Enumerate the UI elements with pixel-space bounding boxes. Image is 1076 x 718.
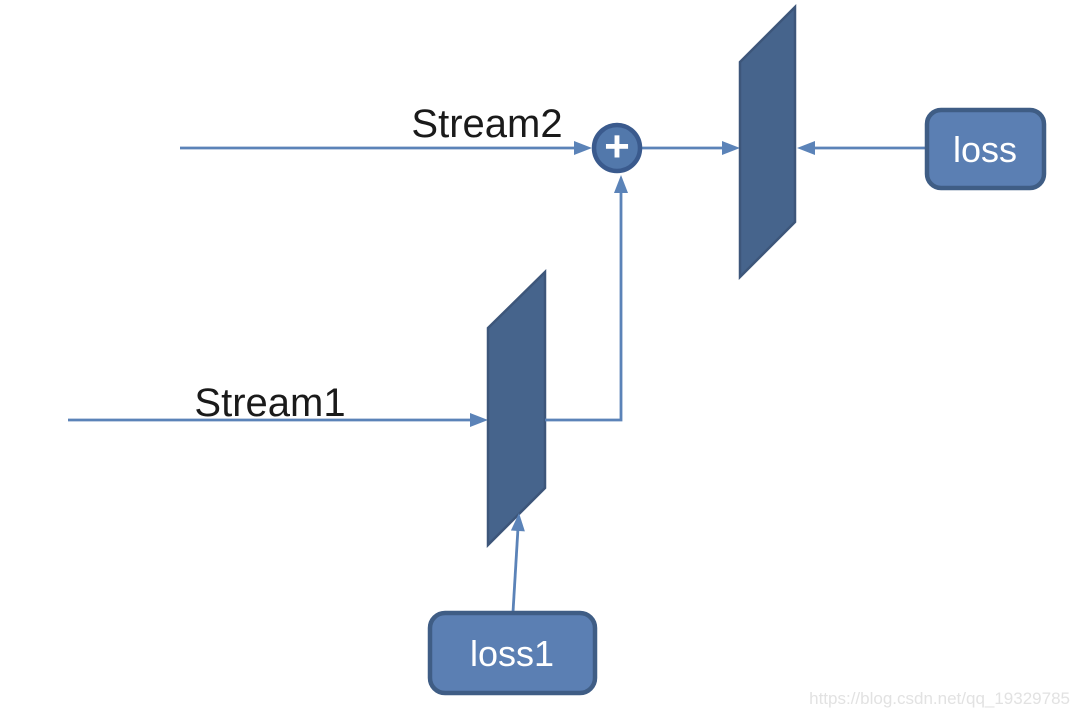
loss1-connector	[511, 527, 520, 613]
loss1-arrowhead	[510, 513, 525, 532]
loss1-label: loss1	[470, 633, 554, 674]
loss-label: loss	[953, 129, 1017, 170]
upper-layer-shape	[738, 3, 797, 281]
stream2-arrowhead	[574, 141, 592, 155]
loss1-box	[427, 610, 598, 696]
layer-to-sum-arrowhead	[614, 175, 628, 193]
sum-symbol: +	[604, 122, 630, 171]
stream1-label: Stream1	[194, 381, 345, 425]
sum-node	[591, 122, 643, 174]
sum-to-layer-arrowhead	[722, 141, 740, 155]
stream2-label: Stream2	[411, 102, 562, 146]
watermark-text: https://blog.csdn.net/qq_19329785	[809, 689, 1070, 708]
loss-arrowhead	[797, 141, 815, 155]
lower-layer-shape	[486, 269, 547, 549]
stream1-arrowhead	[470, 413, 488, 427]
loss-box	[924, 107, 1047, 191]
layer-to-sum-connector	[545, 191, 623, 422]
